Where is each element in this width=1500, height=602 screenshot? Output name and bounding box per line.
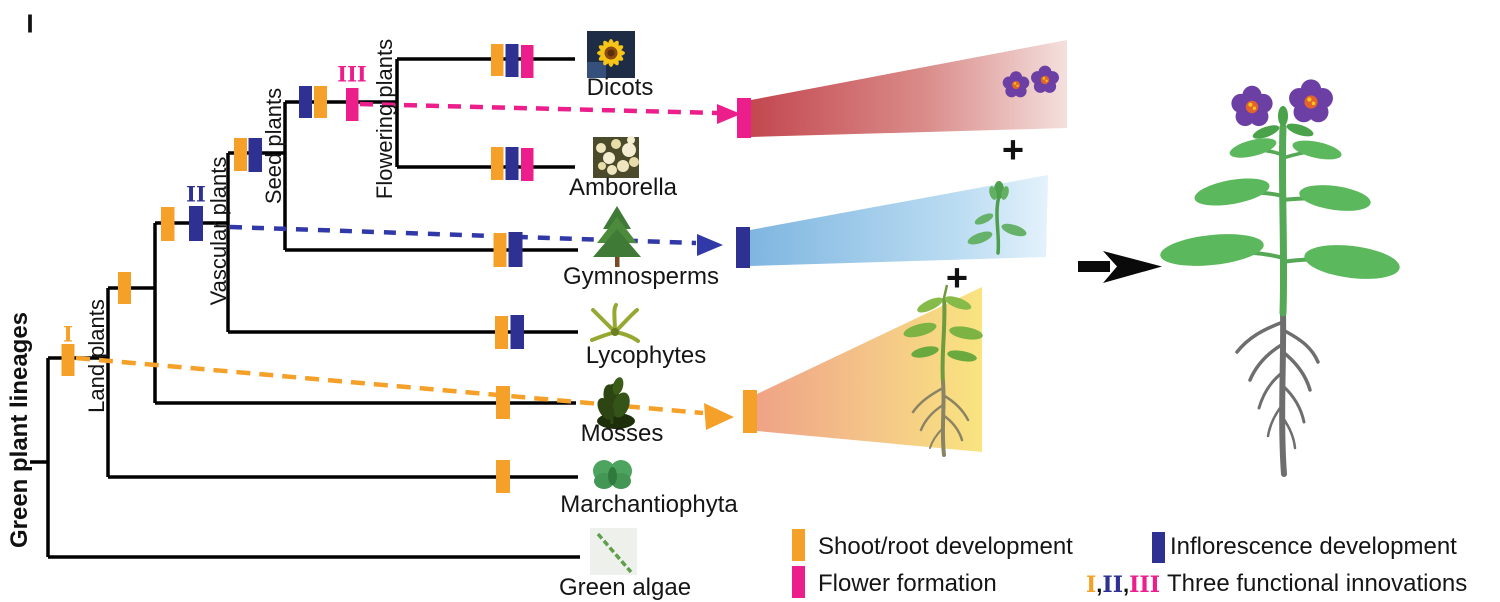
gymnosperms-illustration xyxy=(593,206,641,267)
legend-comma: , xyxy=(1096,572,1103,597)
legend-comma: , xyxy=(1123,572,1130,597)
clade-label-land-plants: Land plants xyxy=(84,299,109,413)
cone-sprout-illustration xyxy=(967,181,1027,255)
innovation-marker-1: I xyxy=(63,321,73,347)
legend-marker-3: III xyxy=(1129,572,1161,598)
inflorescence-arrowhead-icon xyxy=(697,234,723,256)
flowering-plant-illustration xyxy=(1160,79,1400,477)
inflorescence-cone-origin-bar xyxy=(736,227,750,268)
innovation-marker-2: II xyxy=(186,181,206,207)
flower-formation-arrow xyxy=(359,101,719,116)
flower-formation-cone xyxy=(751,40,1067,137)
legend-label-innovations: Three functional innovations xyxy=(1167,570,1468,597)
taxon-label-lycophytes: Lycophytes xyxy=(585,342,707,369)
axis-label-green-plant-lineages: Green plant lineages xyxy=(6,311,33,549)
shoot-root-arrow xyxy=(75,355,704,416)
inflorescence-arrow xyxy=(229,224,697,246)
legend-swatch-shoot-root xyxy=(792,529,805,561)
cone-seedling-illustration xyxy=(903,284,983,457)
amborella-photo xyxy=(593,136,639,178)
legend-marker-1: I xyxy=(1086,572,1097,598)
shoot-root-arrowhead-icon xyxy=(704,403,734,430)
shoot-root-cone xyxy=(757,287,982,452)
legend-label-shoot-root: Shoot/root development xyxy=(818,533,1073,560)
taxon-label-green-algae: Green algae xyxy=(558,574,692,601)
legend-marker-2: II xyxy=(1102,572,1124,598)
legend-label-flower: Flower formation xyxy=(818,570,997,597)
green-algae-photo xyxy=(590,528,637,575)
result-arrow-icon xyxy=(1078,251,1162,283)
innovation-arrows xyxy=(75,101,741,430)
taxon-label-mosses: Mosses xyxy=(580,420,664,447)
clade-label-seed-plants: Seed plants xyxy=(261,87,286,205)
legend-innovation-markers: I,II,III xyxy=(1086,572,1160,598)
panel-label: I xyxy=(26,8,34,39)
flower-arrowhead-icon xyxy=(717,104,741,124)
flower-markers xyxy=(346,45,534,181)
inflorescence-markers xyxy=(189,44,524,349)
taxon-label-amborella: Amborella xyxy=(568,174,678,201)
legend-label-inflorescence: Inflorescence development xyxy=(1170,533,1457,560)
legend-swatch-inflorescence xyxy=(1152,532,1165,563)
clade-label-flowering-plants: Flowering plants xyxy=(372,38,397,200)
legend-swatch-flower xyxy=(792,566,805,598)
lycophytes-illustration xyxy=(590,303,640,343)
taxon-label-dicots: Dicots xyxy=(586,74,654,101)
plus-sign-top: + xyxy=(1001,129,1025,172)
dicots-photo xyxy=(587,31,635,78)
shoot-root-markers xyxy=(61,44,510,493)
marchantiophyta-illustration xyxy=(593,460,632,489)
expansion-cones xyxy=(736,40,1067,452)
flower-cone-origin-bar xyxy=(737,98,751,138)
taxon-label-marchantiophyta: Marchantiophyta xyxy=(560,491,738,518)
taxon-label-gymnosperms: Gymnosperms xyxy=(562,263,720,290)
plus-sign-bottom: + xyxy=(945,257,969,300)
shoot-root-cone-origin-bar xyxy=(743,390,757,433)
clade-label-vascular-plants: Vascular plants xyxy=(206,156,231,306)
innovation-marker-3: III xyxy=(337,61,367,87)
mosses-illustration xyxy=(597,377,635,429)
